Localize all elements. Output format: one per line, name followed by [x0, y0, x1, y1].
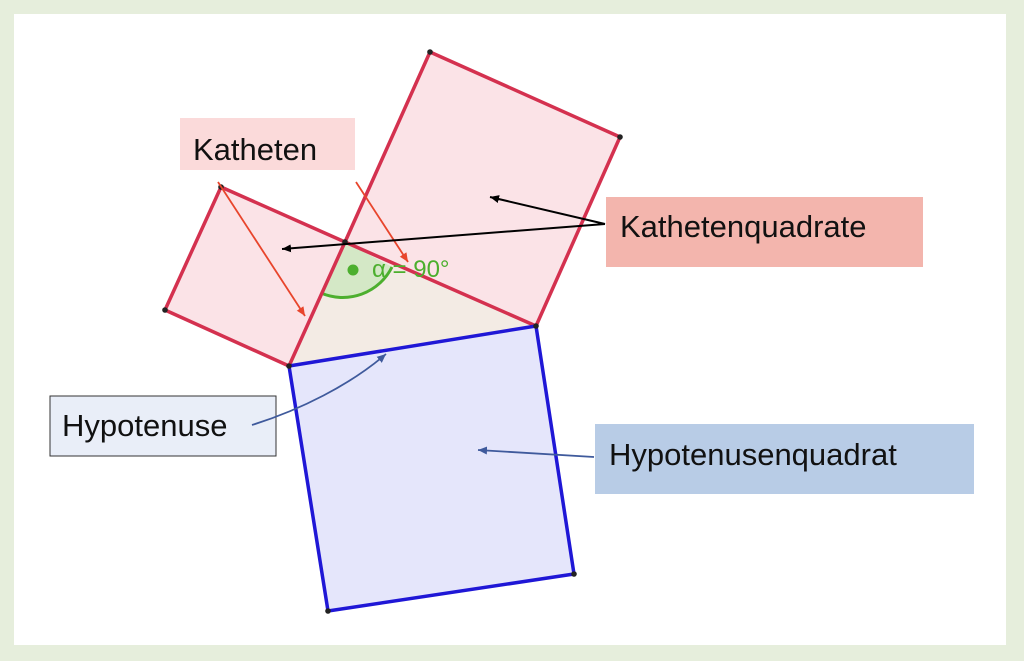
- kathetenquadrate-label-box: [606, 197, 923, 267]
- pythagoras-diagram: Katheten Kathetenquadrate Hypotenuse Hyp…: [49, 49, 974, 614]
- katheten-arrow-long-leg: [355, 181, 409, 263]
- hypotenuse-label-box: [49, 395, 277, 457]
- katheten-label: Katheten: [193, 132, 317, 167]
- hypotenusenquadrat-arrow: [477, 446, 595, 458]
- katheten-arrow-short-leg: [217, 181, 306, 317]
- right-angle-arc: [320, 266, 394, 299]
- kathetenquadrate-label: Kathetenquadrate: [620, 209, 867, 244]
- katheten-label-box: [180, 118, 355, 170]
- kathetenquadrate-arrow-large: [489, 195, 606, 225]
- hypotenuse-square: [287, 324, 576, 613]
- hypotenusenquadrat-label: Hypotenusenquadrat: [609, 437, 897, 472]
- hypotenuse-arrow: [251, 353, 387, 426]
- hypotenuse-label: Hypotenuse: [62, 408, 227, 443]
- kathetenquadrate-arrow-small: [281, 223, 606, 253]
- hypotenusenquadrat-label-box: [595, 424, 974, 494]
- right-angle-dot: [347, 264, 359, 276]
- angle-label: α = 90°: [372, 256, 450, 283]
- diagram-canvas: Katheten Kathetenquadrate Hypotenuse Hyp…: [14, 14, 1006, 645]
